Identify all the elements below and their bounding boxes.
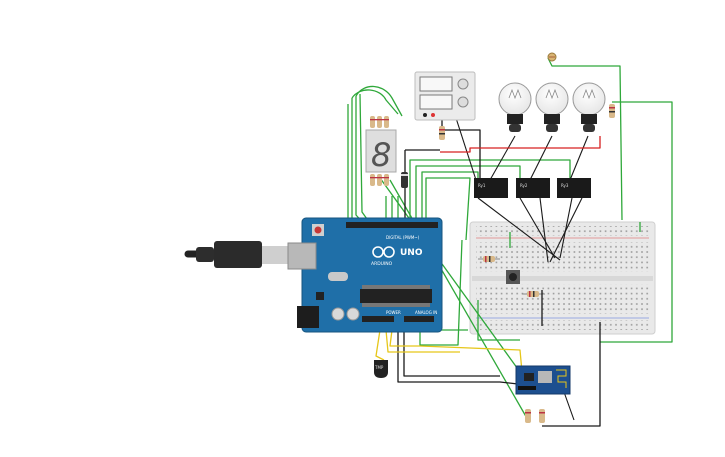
relay-icon[interactable]: Ry1 — [474, 178, 508, 198]
resistor-icon — [525, 409, 545, 423]
diode-icon — [401, 172, 408, 188]
light-bulb-icon[interactable] — [498, 82, 532, 132]
push-button-icon[interactable] — [506, 270, 520, 284]
power-pins-label: POWER — [386, 310, 401, 315]
relay-label: Ry1 — [478, 183, 486, 188]
resistor-icon — [370, 116, 389, 186]
resistor-icon — [478, 256, 500, 262]
relay-icon[interactable]: Ry2 — [516, 178, 550, 198]
resistor-icon — [522, 291, 545, 297]
arduino-uno-board[interactable]: UNO ARDUINO DIGITAL (PWM~) POWER ANALOG … — [287, 217, 443, 333]
light-bulb-icon[interactable] — [572, 82, 606, 132]
usb-cable-icon — [184, 241, 288, 268]
seven-segment-digit: 8 — [371, 136, 391, 174]
wifi-module-icon[interactable] — [515, 365, 571, 395]
relay-icon[interactable]: Ry3 — [557, 178, 591, 198]
digital-pins-label: DIGITAL (PWM~) — [386, 235, 420, 240]
light-bulb-icon[interactable] — [535, 82, 569, 132]
analog-pins-label: ANALOG IN — [415, 310, 437, 315]
resistor-icon — [609, 104, 615, 118]
resistor-icon — [439, 126, 445, 140]
relay-label: Ry3 — [561, 183, 569, 188]
temperature-sensor[interactable]: TMP — [374, 360, 388, 378]
breadboard[interactable] — [469, 221, 656, 335]
arduino-model-label: UNO — [400, 248, 423, 258]
sensor-label: TMP — [374, 365, 384, 370]
arduino-brand-label: ARDUINO — [371, 261, 393, 267]
power-supply-icon[interactable] — [414, 71, 476, 121]
arduino-logo — [372, 246, 395, 258]
seven-segment-display[interactable]: 8 — [365, 116, 397, 186]
relay-label: Ry2 — [520, 183, 528, 188]
photoresistor-icon[interactable] — [547, 52, 557, 62]
